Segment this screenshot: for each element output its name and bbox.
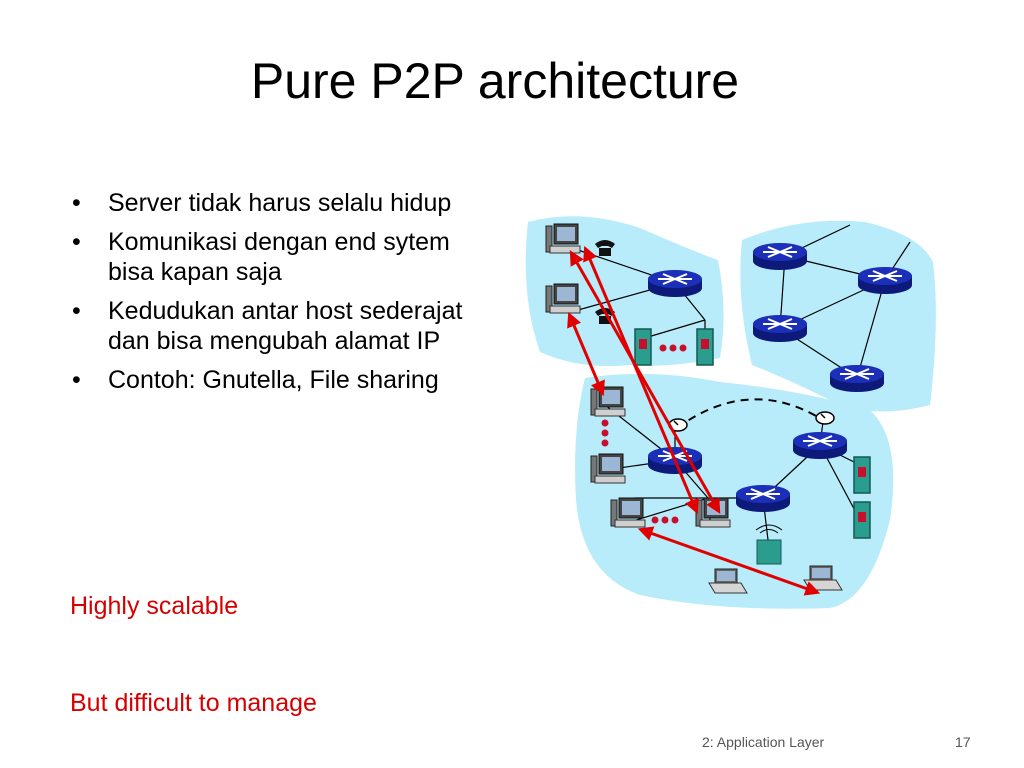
router-icon (792, 431, 848, 460)
server-icon (853, 501, 871, 539)
p2p-link-arrow (583, 245, 699, 515)
bullet-list: Server tidak harus selalu hidup Komunika… (70, 188, 470, 404)
router-icon (752, 242, 808, 271)
router-icon (857, 266, 913, 295)
p2p-link-arrow (567, 311, 605, 397)
bullet-item: Contoh: Gnutella, File sharing (70, 365, 470, 395)
highlight-scalable: Highly scalable (70, 592, 239, 620)
slide-title: Pure P2P architecture (250, 53, 740, 109)
router-icon (647, 269, 703, 298)
footer-section: 2: Application Layer (702, 734, 825, 750)
router-icon (735, 484, 791, 513)
router-icon (829, 364, 885, 393)
desktop-host-icon (545, 283, 581, 314)
bullet-item: Server tidak harus selalu hidup (70, 188, 470, 218)
desktop-host-icon (590, 386, 626, 417)
desktop-host-icon (590, 453, 626, 484)
bullet-item: Komunikasi dengan end sytem bisa kapan s… (70, 227, 470, 287)
p2p-link-arrow (637, 526, 821, 596)
server-icon (853, 456, 871, 494)
bullet-item: Kedudukan antar host sederajat dan bisa … (70, 296, 470, 356)
router-icon (752, 314, 808, 343)
highlight-difficult: But difficult to manage (70, 689, 317, 717)
desktop-host-icon (545, 223, 581, 254)
p2p-network-diagram (525, 216, 936, 609)
footer-page-number: 17 (955, 734, 971, 750)
satellite-dish-icon (815, 411, 835, 425)
desktop-host-icon (610, 497, 646, 528)
server-icon (696, 328, 714, 366)
server-icon (634, 328, 652, 366)
